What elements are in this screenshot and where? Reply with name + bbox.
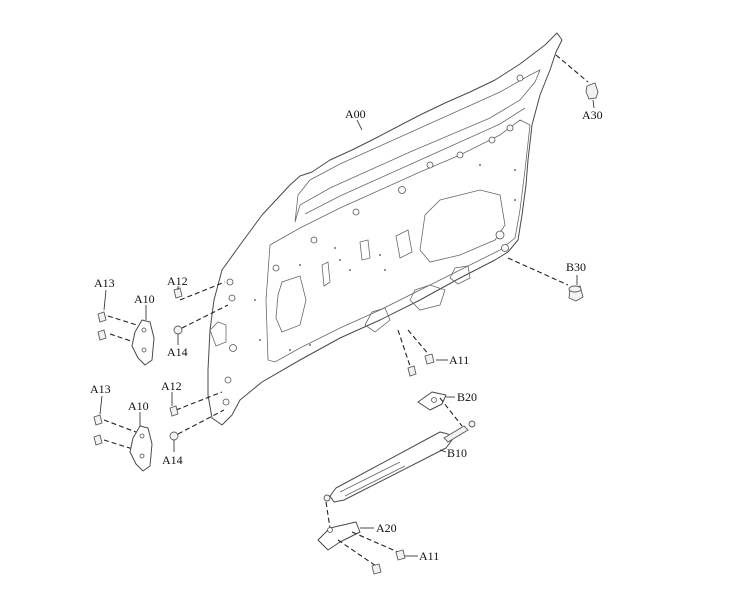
upper-hinge-group	[97, 281, 229, 366]
callout-labels: A00 A30 B30 A13 A12 A10 A14 A13 A12 A10 …	[90, 107, 603, 563]
callout-a11-upper: A11	[449, 353, 469, 367]
callout-a13-upper: A13	[94, 276, 115, 290]
upper-nut-a14	[173, 325, 183, 335]
callout-a00: A00	[345, 107, 366, 121]
upper-bolt-a13-2	[97, 329, 107, 341]
upper-bolt-a13-1	[97, 311, 107, 323]
callout-a20: A20	[376, 521, 397, 535]
upper-hinge-a10	[131, 319, 155, 366]
callout-a30: A30	[582, 108, 603, 122]
strut-bracket-a20	[317, 521, 361, 551]
lower-nut-a14	[169, 431, 179, 441]
tailgate-door-panel-a00	[207, 32, 563, 426]
callout-a14-upper: A14	[167, 345, 188, 359]
lower-bolt-a13-2	[93, 434, 103, 446]
lower-bolt-a12	[169, 405, 179, 417]
callout-b20: B20	[457, 390, 477, 404]
callout-b30: B30	[566, 260, 586, 274]
bump-stop-b30	[507, 257, 584, 302]
callout-a10-upper: A10	[134, 292, 155, 306]
callout-a12-lower: A12	[161, 379, 182, 393]
gas-strut-assembly	[317, 329, 476, 575]
callout-b10: B10	[447, 446, 467, 460]
callout-leader-lines	[99, 99, 595, 557]
callout-a10-lower: A10	[128, 399, 149, 413]
gas-strut-b10	[329, 431, 453, 503]
lower-bolt-a11	[395, 549, 406, 561]
callout-a14-lower: A14	[162, 453, 183, 467]
bump-stop-a30	[555, 54, 599, 100]
callout-a11-lower: A11	[419, 549, 439, 563]
callout-a12-upper: A12	[167, 274, 188, 288]
callout-a13-lower: A13	[90, 382, 111, 396]
upper-bolt-a11	[424, 353, 435, 365]
lower-bolt-a13-1	[93, 414, 103, 426]
lower-hinge-group	[93, 391, 225, 472]
lower-hinge-a10	[129, 425, 153, 472]
